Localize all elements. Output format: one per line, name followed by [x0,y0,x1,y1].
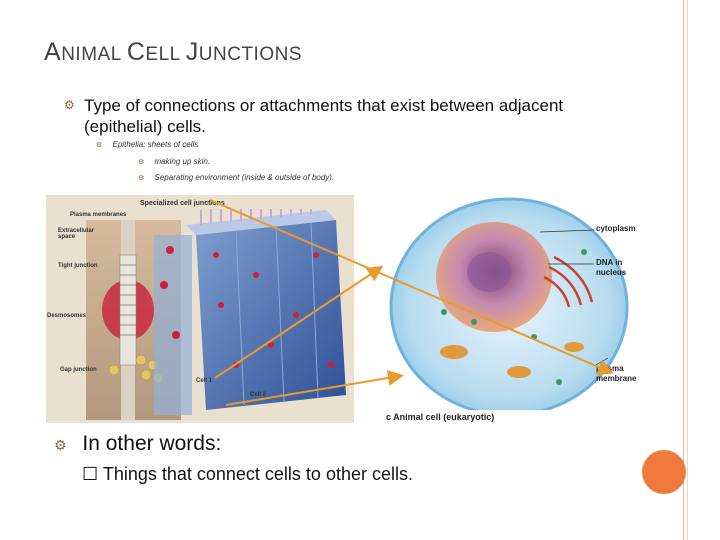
frame-line-inner [687,0,688,540]
bullet-subsub-text: Separating environment (inside & outside… [154,173,335,182]
label-extracellular: Extracellular space [58,228,95,240]
title-part: C [126,38,146,66]
title-part: J [185,38,199,66]
bullet-subsub-2: ⚙ Separating environment (inside & outsi… [138,173,334,182]
cell-junctions-figure [46,195,354,423]
bullet-other-words-text: In other words: [82,432,222,455]
label-dna-nucleus: DNA in nucleus [596,258,627,277]
checkbox-bullet-icon: ☐ [82,464,99,484]
label-cell-2: Cell 2 [250,392,267,398]
bullet-subsub-text: making up skin. [154,157,211,166]
label-plasma-membranes: Plasma membranes [70,212,127,218]
bullet-subsub-1: ⚙ making up skin. [138,157,210,166]
bullet-icon: ⚙ [96,141,103,149]
bullet-sub: ⚙ Epithelia: sheets of cells [96,140,198,149]
bullet-things: ☐ Things that connect cells to other cel… [82,464,413,485]
title-part: UNCTIONS [198,44,303,65]
label-tight-junction: Tight junction [58,263,98,269]
bullet-sub-text: Epithelia: sheets of cells [112,140,199,149]
label-cell-1: Cell 1 [196,378,213,384]
bullet-other-words: ⚙ In other words: [54,432,221,456]
slide-title: ANIMAL CELL JUNCTIONS [44,38,302,67]
bullet-icon: ⚙ [54,438,67,454]
bullet-icon: ⚙ [138,158,145,166]
frame-line [683,0,684,540]
bullet-things-text: Things that connect cells to other cells… [102,464,413,484]
label-gap-junction: Gap junction [60,367,97,373]
left-figure-heading: Specialized cell junctions [140,200,225,207]
title-part: ELL [145,44,186,65]
animal-cell-figure [384,197,654,427]
accent-circle [642,450,686,494]
bullet-main-text: Type of connections or attachments that … [84,96,564,136]
title-part: NIMAL [61,44,127,65]
label-desmosomes: Desmosomes [47,313,87,319]
bullet-icon: ⚙ [138,174,145,182]
figure-caption: c Animal cell (eukaryotic) [386,412,495,422]
title-part: A [44,38,62,66]
label-cytoplasm: cytoplasm [596,224,636,233]
bullet-icon: ⚙ [64,98,75,112]
